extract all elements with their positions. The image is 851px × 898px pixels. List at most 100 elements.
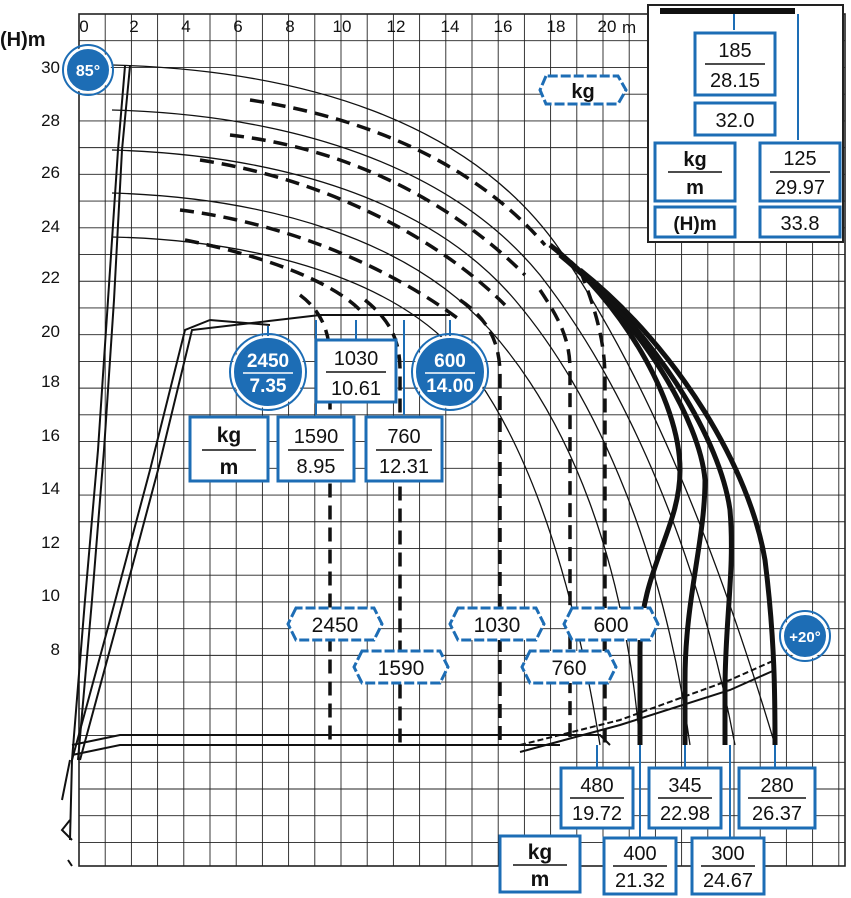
upper-box-600: 600 14.00 [411, 333, 489, 411]
unit-box-kg-m-upper: kg m [188, 415, 270, 483]
y-tick-label: 26 [41, 163, 60, 182]
dashed-vertical-1590 [363, 298, 402, 745]
svg-text:1590: 1590 [294, 426, 339, 448]
svg-text:m: m [686, 177, 704, 199]
x-tick-label: 2 [129, 17, 138, 36]
svg-text:1030: 1030 [474, 614, 521, 637]
envelope-curve-3 [111, 149, 691, 746]
crane-booms [60, 65, 776, 867]
bottom-box-280: 280 26.37 [737, 766, 817, 830]
svg-text:m: m [531, 868, 550, 891]
svg-text:10.61: 10.61 [331, 378, 381, 400]
dashed-vertical-1030 [459, 298, 502, 745]
x-tick-label: 10 [333, 17, 352, 36]
svg-text:12.31: 12.31 [379, 456, 429, 478]
kg-tag-top: kg [538, 74, 628, 106]
tag-2450: 2450 [286, 606, 384, 642]
y-tick-label: 10 [41, 586, 60, 605]
x-tick-label: 16 [494, 17, 513, 36]
boom-mid-b [79, 314, 450, 761]
boom-horizontal-b [71, 744, 560, 756]
svg-text:19.72: 19.72 [572, 803, 622, 825]
y-tick-label: 20 [41, 322, 60, 341]
boom-20deg-b [519, 669, 776, 753]
y-tick-label: 22 [41, 268, 60, 287]
svg-text:kg: kg [217, 424, 242, 447]
svg-text:32.0: 32.0 [716, 110, 755, 132]
dashed-curve-3 [199, 158, 507, 307]
svg-text:1590: 1590 [378, 657, 425, 680]
y-tick-label: 30 [41, 58, 60, 77]
angle-badge-20: +20° [779, 610, 831, 662]
svg-text:22.98: 22.98 [660, 803, 710, 825]
svg-text:26.37: 26.37 [752, 803, 802, 825]
svg-text:28.15: 28.15 [710, 70, 760, 92]
svg-text:29.97: 29.97 [775, 177, 825, 199]
svg-text:125: 125 [783, 148, 816, 170]
svg-text:+20°: +20° [789, 629, 820, 646]
inset-box: 185 28.15 32.0 kg m 125 29.97 (H)m 33.8 [653, 8, 842, 239]
x-tick-label: 18 [547, 17, 566, 36]
dashed-vertical-760 [538, 289, 572, 745]
upper-box-1590: 1590 8.95 [276, 415, 356, 483]
envelope-curve-2 [111, 109, 736, 746]
y-tick-label: 16 [41, 426, 60, 445]
angle-badge-85: 85° [62, 44, 114, 96]
grid-frame [78, 13, 846, 867]
tag-600: 600 [562, 606, 660, 642]
tag-760: 760 [520, 649, 618, 685]
svg-text:2450: 2450 [312, 614, 359, 637]
upper-box-1030: 1030 10.61 [314, 338, 398, 404]
envelope-curve-4 [111, 192, 641, 746]
svg-text:m: m [220, 456, 239, 479]
bottom-box-480: 480 19.72 [559, 766, 635, 830]
y-axis-label: (H)m [0, 29, 46, 51]
svg-text:(H)m: (H)m [673, 214, 716, 235]
svg-text:760: 760 [387, 426, 420, 448]
svg-text:400: 400 [623, 843, 656, 865]
y-tick-label: 24 [41, 217, 60, 236]
boom-20deg [519, 659, 776, 746]
inset-unit-height: (H)m [653, 205, 737, 239]
x-tick-label: 6 [233, 17, 242, 36]
x-axis-unit: m [622, 18, 636, 37]
svg-text:kg: kg [528, 841, 553, 864]
x-tick-label: 0 [79, 17, 88, 36]
tag-1590: 1590 [352, 649, 450, 685]
svg-text:33.8: 33.8 [781, 213, 820, 235]
upper-box-760: 760 12.31 [364, 415, 444, 483]
svg-text:kg: kg [683, 149, 706, 171]
crane-base [60, 759, 73, 867]
dashed-curve-5 [184, 238, 362, 312]
inset-tip-box: 125 29.97 [758, 141, 842, 203]
bottom-connectors [596, 745, 776, 838]
boom-85deg-b [77, 65, 131, 761]
svg-text:600: 600 [593, 614, 628, 637]
svg-text:24.67: 24.67 [703, 870, 753, 892]
svg-text:85°: 85° [76, 63, 100, 80]
inset-height-box: 33.8 [758, 205, 842, 239]
boom-mid [71, 318, 271, 761]
x-tick-label: 20 [598, 17, 617, 36]
svg-text:14.00: 14.00 [426, 376, 474, 397]
y-tick-label: 12 [41, 533, 60, 552]
svg-text:7.35: 7.35 [250, 376, 287, 397]
x-tick-label: 8 [285, 17, 294, 36]
svg-text:185: 185 [718, 40, 751, 62]
x-tick-label: 14 [441, 17, 460, 36]
solid-curve-345 [568, 260, 734, 745]
inset-unit-kg-m: kg m [653, 141, 737, 203]
y-tick-label: 14 [41, 479, 60, 498]
y-tick-label: 8 [51, 640, 60, 659]
dashed-curve-4 [179, 208, 462, 322]
tag-1030: 1030 [448, 606, 546, 642]
upper-box-2450: 2450 7.35 [229, 333, 307, 411]
dashed-curve-1 [249, 98, 547, 247]
inset-load-box: 185 28.15 [693, 31, 777, 97]
svg-text:8.95: 8.95 [297, 456, 336, 478]
svg-text:480: 480 [580, 775, 613, 797]
solid-curve-400 [558, 253, 708, 745]
svg-text:300: 300 [711, 843, 744, 865]
